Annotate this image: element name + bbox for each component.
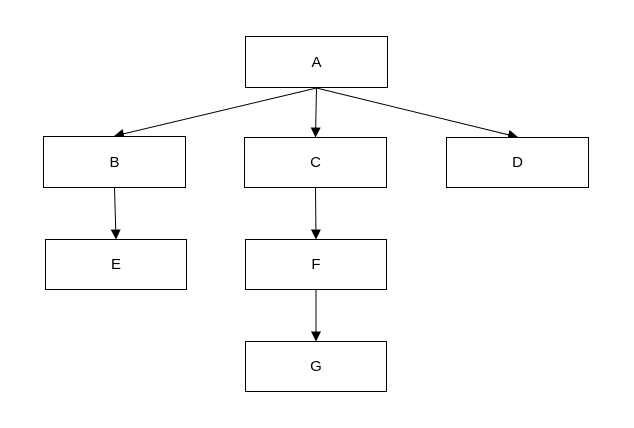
node-label-f: F [311, 256, 321, 273]
node-c: C [244, 137, 387, 188]
edge-a-c [310, 87, 321, 138]
edge-a-d [316, 87, 518, 140]
node-f: F [245, 239, 387, 290]
node-a: A [245, 36, 388, 88]
node-label-e: E [110, 256, 121, 273]
edge-c-f [310, 187, 321, 240]
node-label-g: G [310, 358, 322, 375]
node-label-a: A [311, 53, 322, 71]
node-label-b: B [109, 153, 120, 171]
node-label-d: D [512, 154, 523, 171]
edge-a-b [114, 87, 317, 139]
node-e: E [45, 239, 187, 290]
edge-b-e [110, 187, 121, 240]
node-b: B [43, 136, 186, 188]
node-label-c: C [310, 154, 321, 171]
node-g: G [245, 341, 387, 392]
node-d: D [446, 137, 589, 188]
